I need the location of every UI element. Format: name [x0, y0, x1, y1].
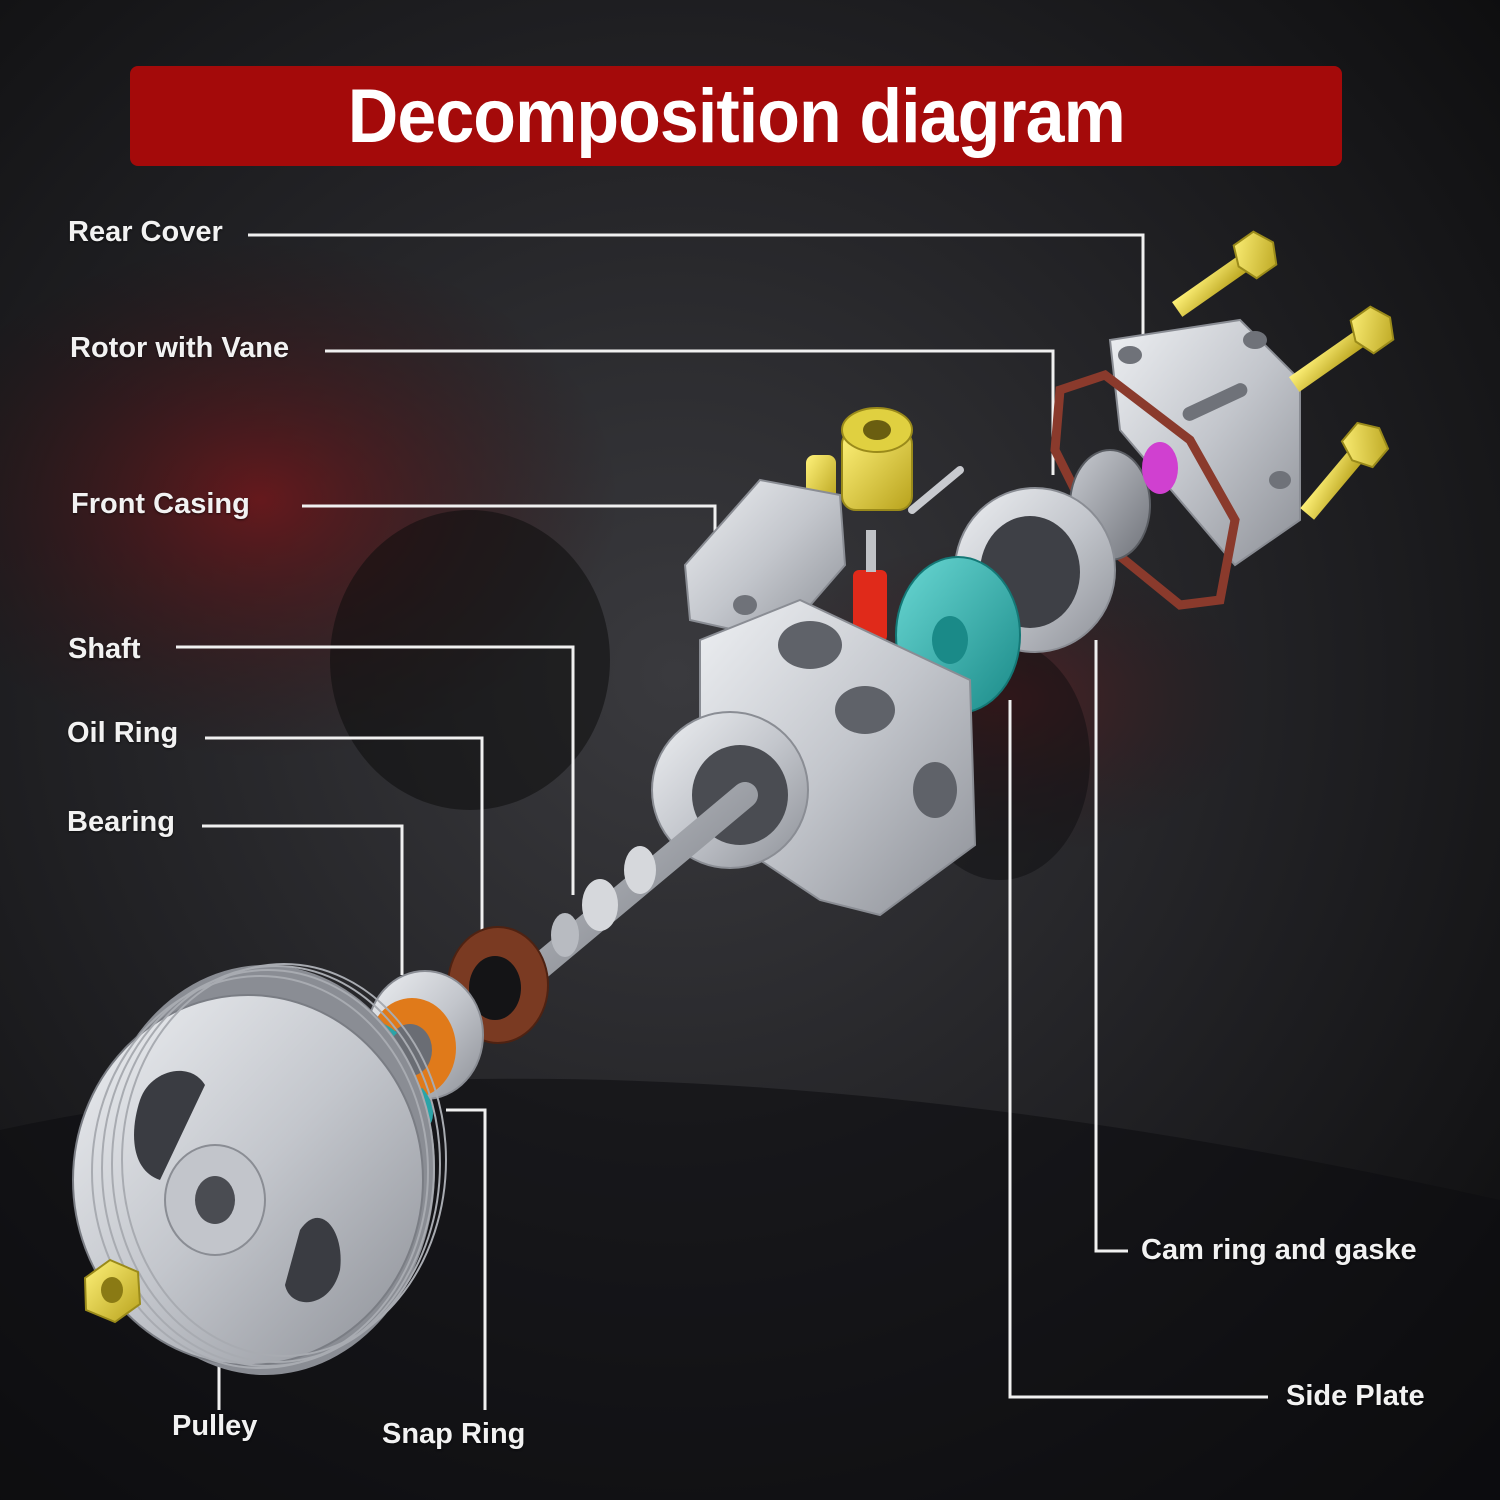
rear-cover-hole	[1243, 331, 1267, 349]
valve-part	[806, 407, 964, 642]
page-title: Decomposition diagram	[347, 73, 1125, 159]
rear-cover-hole	[1269, 471, 1291, 489]
rear-cover-hole	[1118, 346, 1142, 364]
pulley-part	[72, 963, 447, 1375]
label-bearing: Bearing	[67, 806, 175, 838]
front-casing-part	[651, 478, 977, 917]
bracket-hole	[733, 595, 757, 615]
title-banner: Decomposition diagram	[130, 66, 1342, 166]
leader-rear-cover	[248, 233, 1145, 360]
oil-ring-hole	[469, 956, 521, 1020]
bolt	[1300, 421, 1390, 520]
label-cam-ring: Cam ring and gaske	[1141, 1234, 1417, 1266]
leader-snap-ring	[446, 1108, 487, 1410]
gasket	[1050, 369, 1240, 610]
rear-cover-plate	[1108, 318, 1301, 567]
front-casing-bracket	[683, 478, 847, 642]
label-shaft: Shaft	[68, 633, 141, 665]
pulley-grooves	[91, 963, 447, 1369]
casing-port	[913, 762, 957, 818]
leader-cam-ring	[1094, 640, 1128, 1253]
shaft-step	[624, 846, 656, 894]
bolt	[1172, 230, 1278, 317]
valve-stem	[866, 530, 876, 572]
background-wheel	[330, 510, 610, 810]
label-side-plate: Side Plate	[1286, 1380, 1425, 1412]
label-snap-ring: Snap Ring	[382, 1418, 526, 1450]
casing-port	[778, 621, 842, 669]
side-plate-hole	[932, 616, 968, 664]
pulley-nut	[83, 1258, 142, 1324]
leader-shaft	[176, 645, 575, 895]
bolts	[1172, 230, 1395, 520]
pressure-fitting	[841, 407, 913, 511]
valve-body	[853, 570, 887, 642]
label-rotor-with-vane: Rotor with Vane	[70, 332, 290, 364]
leader-side-plate	[1008, 700, 1268, 1399]
pulley-bore	[195, 1176, 235, 1224]
pipe	[908, 466, 964, 514]
leader-oil-ring	[205, 736, 484, 935]
label-rear-cover: Rear Cover	[68, 216, 223, 248]
shaft-step	[582, 879, 618, 931]
leader-bearing	[202, 824, 404, 975]
shaft-step	[551, 913, 579, 957]
gasket-part	[1050, 369, 1240, 610]
pulley-spoke-hole	[285, 1217, 341, 1303]
rotor-center	[1142, 442, 1178, 494]
bolt	[1289, 305, 1395, 392]
rear-cover-slot	[1182, 383, 1248, 421]
label-pulley: Pulley	[172, 1410, 258, 1442]
casing-port	[835, 686, 895, 734]
label-front-casing: Front Casing	[71, 488, 250, 520]
rear-cover-part	[1108, 318, 1301, 567]
label-oil-ring: Oil Ring	[67, 717, 179, 749]
pulley-spoke-hole	[134, 1070, 205, 1180]
